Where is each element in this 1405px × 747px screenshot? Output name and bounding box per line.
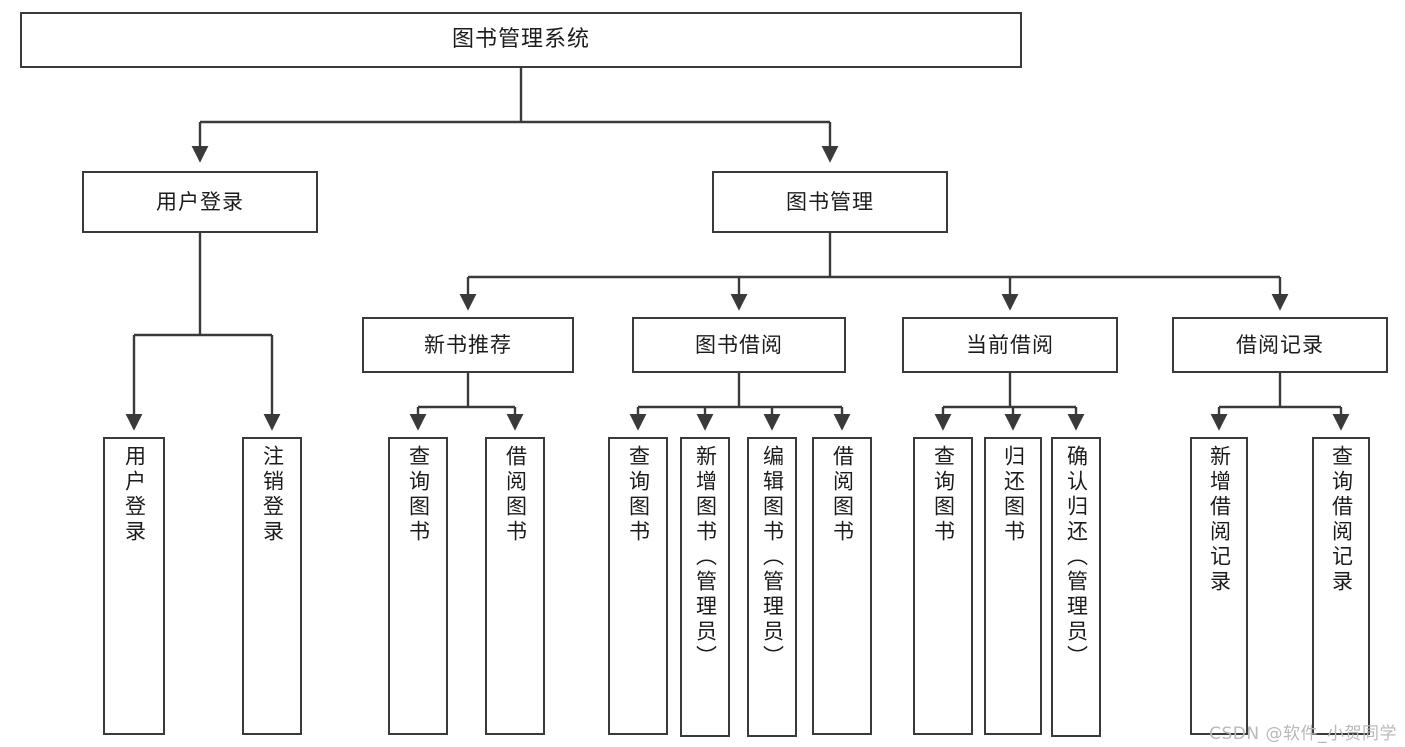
node-leaf-query-book-1-label: 查询图书 xyxy=(406,445,431,545)
node-leaf-query-borrow-record-label: 查询借阅记录 xyxy=(1329,445,1354,595)
node-leaf-logout-login-label: 注销登录 xyxy=(260,445,285,545)
node-leaf-edit-book-admin[interactable]: 编辑图书（管理员） xyxy=(747,437,797,737)
node-leaf-logout-login[interactable]: 注销登录 xyxy=(242,437,302,735)
node-leaf-borrow-book-2-label: 借阅图书 xyxy=(830,445,855,545)
node-leaf-query-book-3-label: 查询图书 xyxy=(931,445,956,545)
node-leaf-add-borrow-record-label: 新增借阅记录 xyxy=(1207,445,1232,595)
node-leaf-confirm-return-admin[interactable]: 确认归还（管理员） xyxy=(1051,437,1101,737)
node-leaf-return-book-label: 归还图书 xyxy=(1001,445,1026,545)
node-new-book-recommend-label: 新书推荐 xyxy=(424,332,512,357)
node-root-label: 图书管理系统 xyxy=(451,27,590,53)
node-user-login-label: 用户登录 xyxy=(156,189,244,214)
node-borrow-record[interactable]: 借阅记录 xyxy=(1172,317,1388,373)
node-borrow-record-label: 借阅记录 xyxy=(1236,332,1324,357)
node-leaf-user-login[interactable]: 用户登录 xyxy=(103,437,165,735)
node-new-book-recommend[interactable]: 新书推荐 xyxy=(362,317,574,373)
node-leaf-confirm-return-admin-label: 确认归还（管理员） xyxy=(1064,445,1089,670)
node-book-borrow[interactable]: 图书借阅 xyxy=(632,317,846,373)
node-leaf-borrow-book-2[interactable]: 借阅图书 xyxy=(812,437,872,735)
node-leaf-query-book-2-label: 查询图书 xyxy=(626,445,651,545)
node-book-management[interactable]: 图书管理 xyxy=(712,171,948,233)
node-leaf-query-borrow-record[interactable]: 查询借阅记录 xyxy=(1312,437,1370,735)
node-user-login[interactable]: 用户登录 xyxy=(82,171,318,233)
node-leaf-add-book-admin[interactable]: 新增图书（管理员） xyxy=(680,437,730,737)
node-leaf-edit-book-admin-label: 编辑图书（管理员） xyxy=(760,445,785,670)
node-book-borrow-label: 图书借阅 xyxy=(695,332,783,357)
node-leaf-return-book[interactable]: 归还图书 xyxy=(984,437,1042,735)
node-leaf-borrow-book-1[interactable]: 借阅图书 xyxy=(485,437,545,735)
node-current-borrow[interactable]: 当前借阅 xyxy=(902,317,1118,373)
node-current-borrow-label: 当前借阅 xyxy=(966,332,1054,357)
node-leaf-query-book-3[interactable]: 查询图书 xyxy=(913,437,973,735)
node-root[interactable]: 图书管理系统 xyxy=(20,12,1022,68)
node-leaf-query-book-2[interactable]: 查询图书 xyxy=(608,437,668,735)
node-book-management-label: 图书管理 xyxy=(786,189,874,214)
node-leaf-add-book-admin-label: 新增图书（管理员） xyxy=(693,445,718,670)
csdn-watermark: CSDN @软件_小贺同学 xyxy=(1209,724,1397,744)
node-leaf-user-login-label: 用户登录 xyxy=(122,445,147,545)
node-leaf-borrow-book-1-label: 借阅图书 xyxy=(503,445,528,545)
node-leaf-query-book-1[interactable]: 查询图书 xyxy=(388,437,448,735)
node-leaf-add-borrow-record[interactable]: 新增借阅记录 xyxy=(1190,437,1248,735)
